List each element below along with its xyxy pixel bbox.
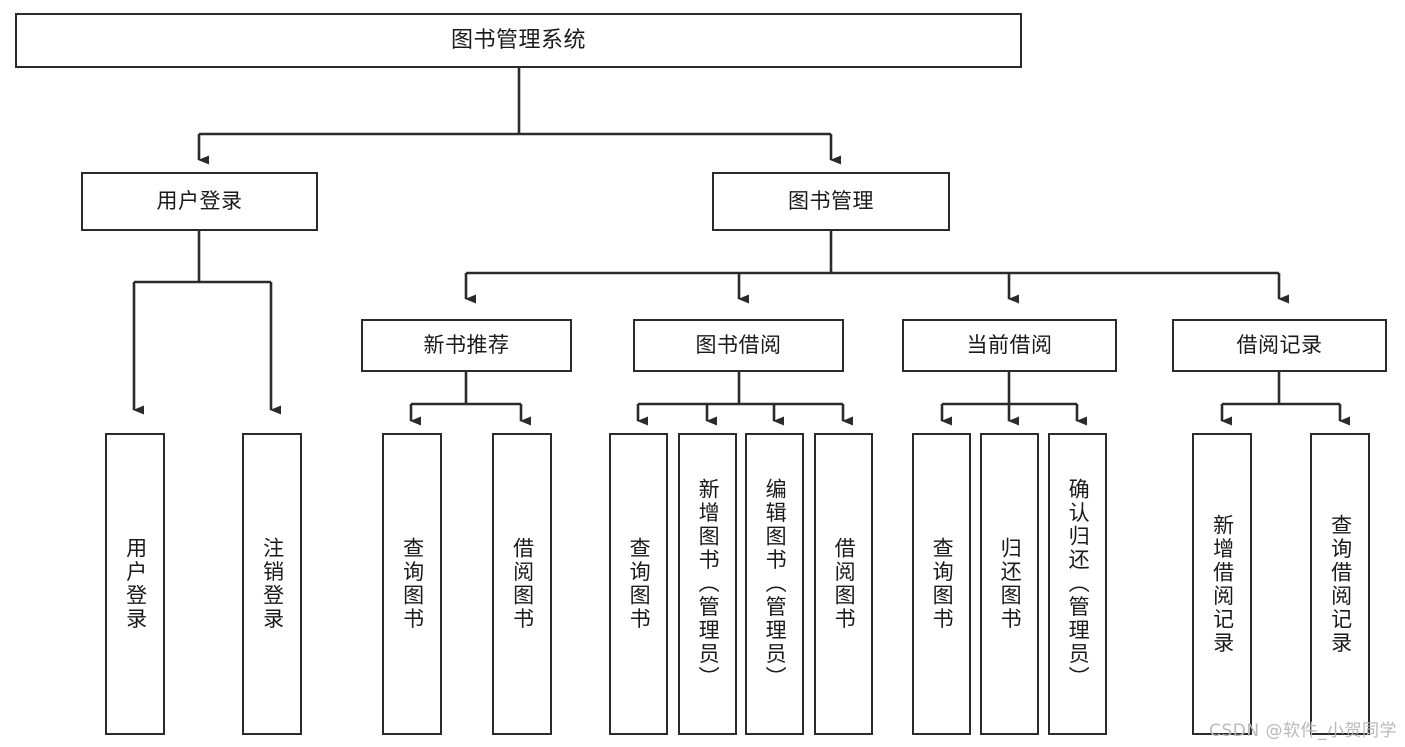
node-label: 新增图书（管理员）	[696, 478, 721, 690]
leaf-add-record[interactable]: 新增借阅记录	[1192, 433, 1252, 735]
leaf-confirm-return[interactable]: 确认归还（管理员）	[1048, 433, 1107, 735]
node-label: 新书推荐	[423, 333, 510, 358]
node-label: 注销登录	[260, 537, 285, 631]
node-label: 当前借阅	[966, 333, 1053, 358]
leaf-query-record[interactable]: 查询借阅记录	[1310, 433, 1370, 735]
leaf-borrow-book-2[interactable]: 借阅图书	[814, 433, 873, 735]
node-label: 查询图书	[400, 537, 425, 631]
leaf-add-book[interactable]: 新增图书（管理员）	[678, 433, 737, 735]
node-label: 图书借阅	[695, 333, 782, 358]
node-current-borrow[interactable]: 当前借阅	[902, 319, 1117, 372]
node-user-login[interactable]: 用户登录	[81, 172, 318, 231]
node-label: 查询图书	[930, 537, 955, 631]
leaf-query-book-1[interactable]: 查询图书	[382, 433, 442, 735]
leaf-user-logout[interactable]: 注销登录	[242, 433, 302, 735]
leaf-query-book-2[interactable]: 查询图书	[609, 433, 668, 735]
leaf-user-login[interactable]: 用户登录	[105, 433, 165, 735]
node-label: 图书管理	[788, 189, 874, 214]
leaf-return-book[interactable]: 归还图书	[980, 433, 1039, 735]
csdn-watermark: CSDN @软件_小贺同学	[1209, 721, 1397, 741]
node-label: 借阅图书	[510, 537, 535, 631]
node-label: 图书管理系统	[450, 27, 586, 53]
node-label: 归还图书	[998, 537, 1023, 631]
leaf-edit-book[interactable]: 编辑图书（管理员）	[745, 433, 804, 735]
node-root-system[interactable]: 图书管理系统	[15, 13, 1022, 68]
node-label: 新增借阅记录	[1210, 513, 1235, 655]
node-label: 确认归还（管理员）	[1066, 478, 1091, 690]
leaf-borrow-book-1[interactable]: 借阅图书	[492, 433, 552, 735]
node-label: 借阅记录	[1236, 333, 1323, 358]
node-label: 用户登录	[123, 537, 148, 631]
node-label: 查询图书	[627, 537, 652, 631]
node-book-borrow[interactable]: 图书借阅	[633, 319, 844, 372]
node-label: 借阅图书	[832, 537, 857, 631]
node-borrow-record[interactable]: 借阅记录	[1172, 319, 1387, 372]
leaf-query-book-3[interactable]: 查询图书	[912, 433, 971, 735]
node-label: 用户登录	[156, 189, 243, 214]
node-label: 编辑图书（管理员）	[763, 478, 788, 690]
node-book-management[interactable]: 图书管理	[712, 172, 950, 231]
node-new-book-recommend[interactable]: 新书推荐	[361, 319, 572, 372]
node-label: 查询借阅记录	[1328, 513, 1353, 655]
